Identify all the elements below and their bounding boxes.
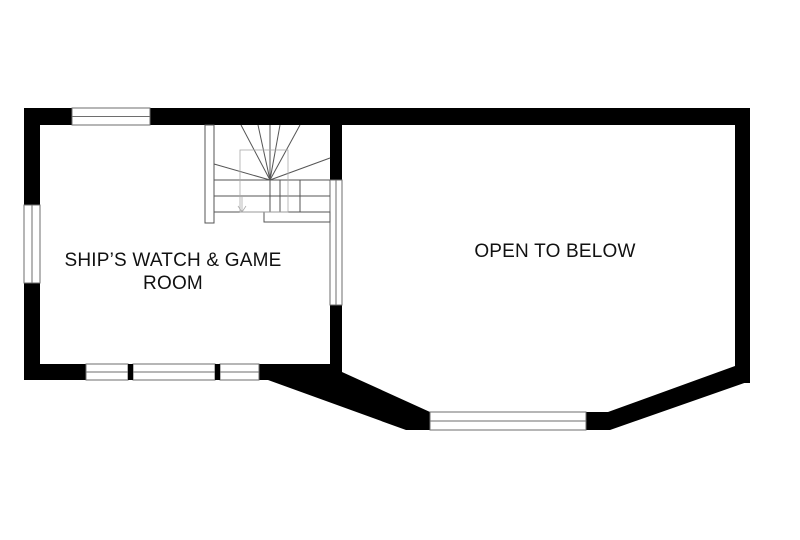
window-top-left xyxy=(71,107,151,126)
ships-watch-room-label: SHIP’S WATCH & GAME ROOM xyxy=(48,249,298,295)
wall-left-lower xyxy=(24,283,40,380)
ships-watch-room-walls xyxy=(24,108,750,383)
wall-partition-lower xyxy=(330,305,342,380)
wall-left-upper xyxy=(24,108,40,205)
stair-arrow xyxy=(237,149,289,213)
wall-right xyxy=(735,108,750,383)
wall-bottom-left xyxy=(24,364,86,380)
open-to-below-label: OPEN TO BELOW xyxy=(474,241,636,262)
window-bottom-3 xyxy=(219,363,260,381)
wall-angle-left xyxy=(262,364,430,430)
wall-partition-upper xyxy=(330,108,342,180)
windows xyxy=(23,107,587,431)
angled-walls xyxy=(262,364,750,430)
wall-top xyxy=(150,108,750,125)
window-bottom-right xyxy=(429,411,587,431)
wall-angle-right xyxy=(586,366,750,430)
window-bottom-1 xyxy=(85,363,129,381)
staircase-icon xyxy=(204,124,331,224)
window-left xyxy=(23,204,41,284)
window-mullions xyxy=(128,364,220,380)
ships-watch-room-label-line2: ROOM xyxy=(143,273,203,294)
window-bottom-2 xyxy=(132,363,216,381)
ships-watch-room-label-line1: SHIP’S WATCH & GAME xyxy=(64,250,282,271)
window-partition xyxy=(329,179,343,306)
